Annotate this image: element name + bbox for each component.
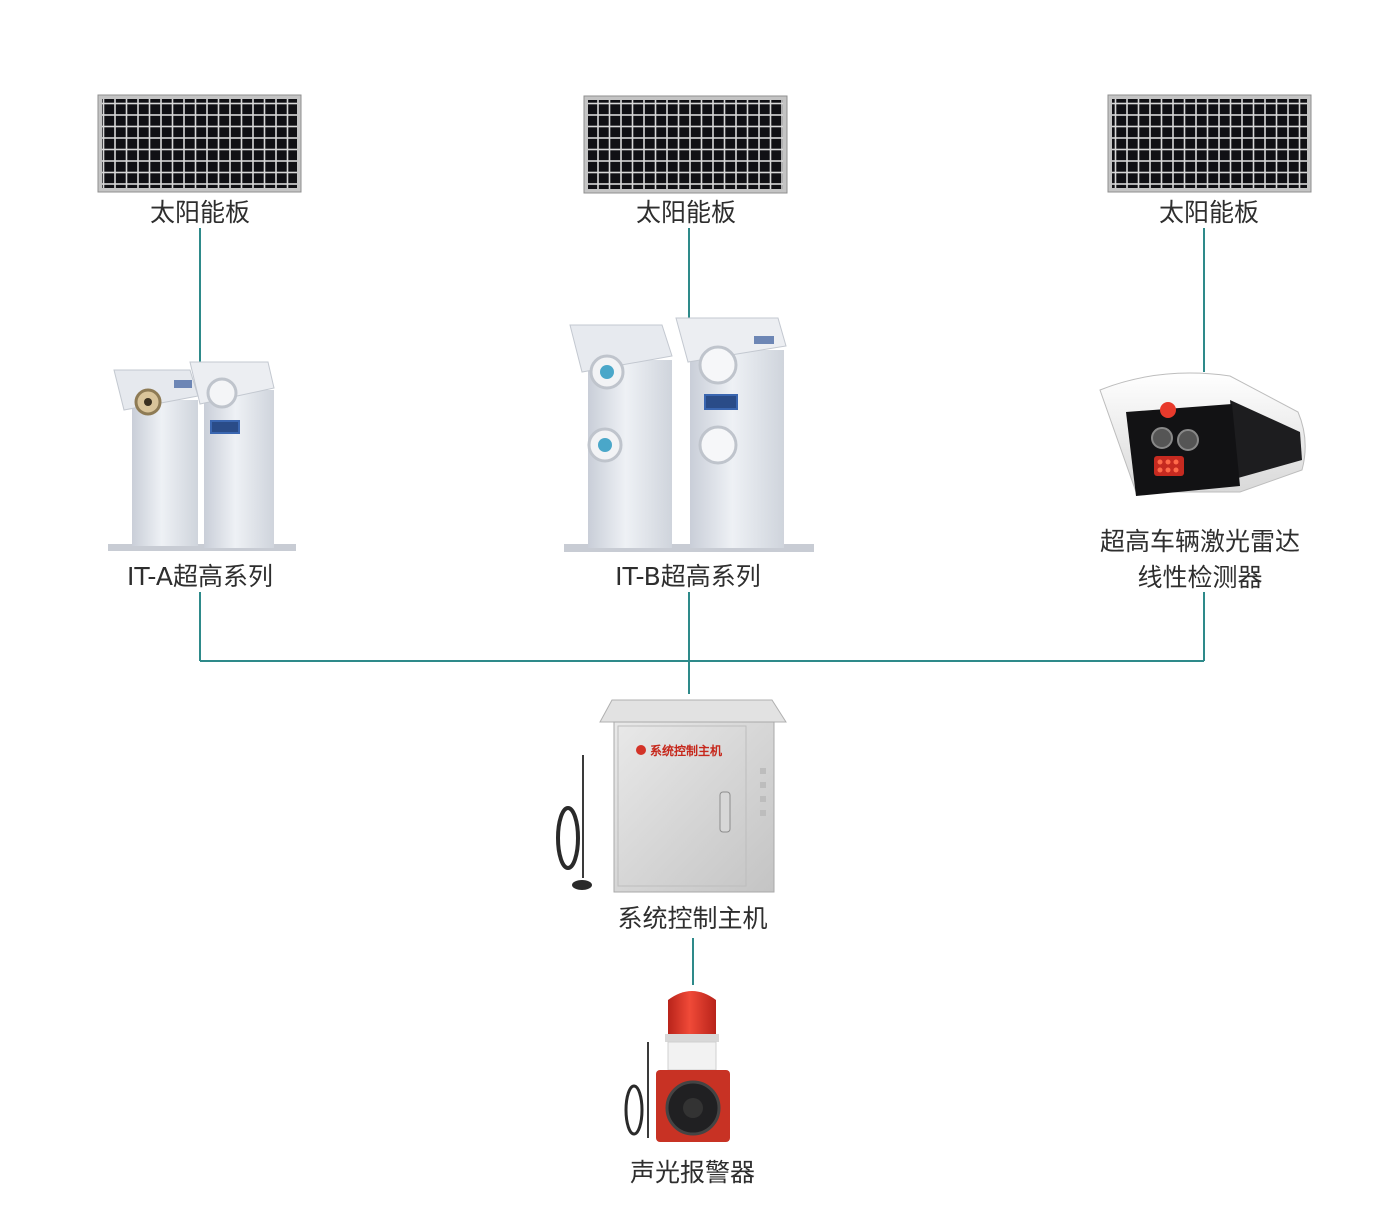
alarm-device-image <box>624 991 730 1142</box>
connector-lines <box>199 228 1205 985</box>
solar-panel-center-label: 太阳能板 <box>635 198 736 227</box>
it-a-series-label: IT-A超高系列 <box>127 562 273 591</box>
laser-radar-label-line2: 线性检测器 <box>1137 563 1263 592</box>
it-a-device-image <box>108 361 296 551</box>
laser-radar-label-line1: 超高车辆激光雷达 <box>1099 527 1300 556</box>
solar-panel-left-image <box>97 94 302 193</box>
solar-panel-center-image <box>583 95 788 194</box>
solar-panel-right-image <box>1107 94 1312 193</box>
control-host-label: 系统控制主机 <box>617 904 768 933</box>
it-b-series-label: IT-B超高系列 <box>615 562 761 591</box>
cabinet-label: 系统控制主机 <box>650 743 722 758</box>
laser-radar-device-image <box>1099 372 1306 496</box>
solar-panel-right-label: 太阳能板 <box>1158 198 1259 227</box>
it-b-device-image <box>564 317 814 552</box>
solar-panel-left-label: 太阳能板 <box>149 198 250 227</box>
alarm-label: 声光报警器 <box>629 1158 755 1187</box>
control-cabinet-image: 系统控制主机 <box>556 699 787 893</box>
